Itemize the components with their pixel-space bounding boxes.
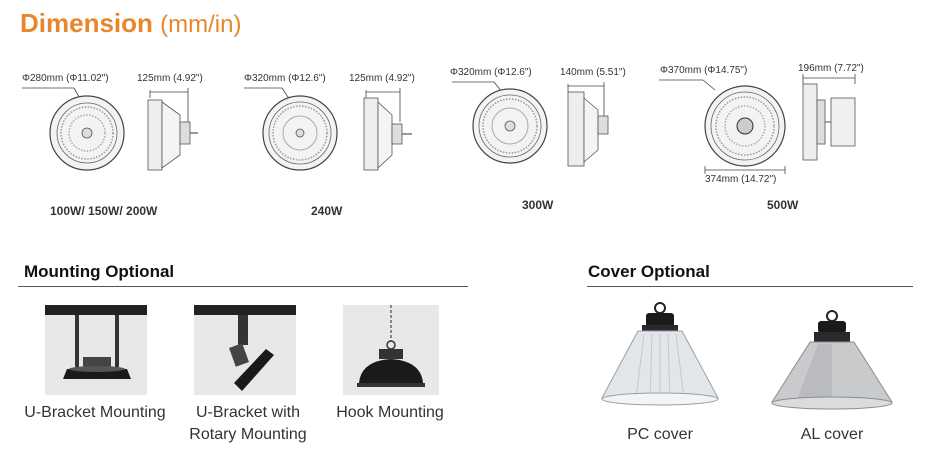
lamp-drawing-4 <box>659 74 856 174</box>
mounting-divider <box>18 286 468 287</box>
watt-label-2: 240W <box>311 204 343 218</box>
height-label-1: 125mm (4.92") <box>137 73 203 84</box>
cover-divider <box>587 286 913 287</box>
hook-photo <box>343 305 439 395</box>
hook-mounting-image <box>357 305 425 387</box>
watt-label-4: 500W <box>767 198 799 212</box>
watt-label-3: 300W <box>522 198 554 212</box>
al-cover-label: AL cover <box>800 426 864 443</box>
rotary-label-line2: Rotary Mounting <box>189 426 307 443</box>
cover-heading: Cover Optional <box>588 262 710 281</box>
diameter-label-2: Φ320mm (Φ12.6") <box>244 73 326 84</box>
u-bracket-photo <box>45 305 147 395</box>
u-bracket-mounting-image <box>45 305 147 379</box>
hook-label: Hook Mounting <box>336 404 444 421</box>
mounting-heading: Mounting Optional <box>24 262 175 281</box>
rotary-label: U-Bracket with Rotary Mounting <box>178 402 318 446</box>
title-main: Dimension <box>20 8 153 38</box>
rotary-label-line1: U-Bracket with <box>195 404 301 421</box>
height-label-3: 140mm (5.51") <box>560 67 626 78</box>
height-label-2: 125mm (4.92") <box>349 73 415 84</box>
page-title: Dimension (mm/in) <box>20 8 241 39</box>
lamp-drawing-2 <box>244 87 412 171</box>
u-bracket-label: U-Bracket Mounting <box>24 404 166 421</box>
pc-cover-image <box>601 302 719 406</box>
width-label-4: 374mm (14.72") <box>705 174 777 185</box>
watt-label-1: 100W/ 150W/ 200W <box>50 204 158 218</box>
lamp-drawing-1 <box>22 87 198 171</box>
height-label-4: 196mm (7.72") <box>798 63 864 74</box>
title-units: (mm/in) <box>160 11 242 38</box>
diameter-label-4: Φ370mm (Φ14.75") <box>660 65 748 76</box>
diameter-label-3: Φ320mm (Φ12.6") <box>450 67 532 78</box>
rotary-mounting-image <box>194 305 296 391</box>
rotary-photo <box>194 305 296 395</box>
al-cover-image <box>771 310 893 410</box>
lamp-drawing-3 <box>452 81 609 167</box>
pc-cover-label: PC cover <box>627 426 693 443</box>
diameter-label-1: Φ280mm (Φ11.02") <box>22 73 109 84</box>
